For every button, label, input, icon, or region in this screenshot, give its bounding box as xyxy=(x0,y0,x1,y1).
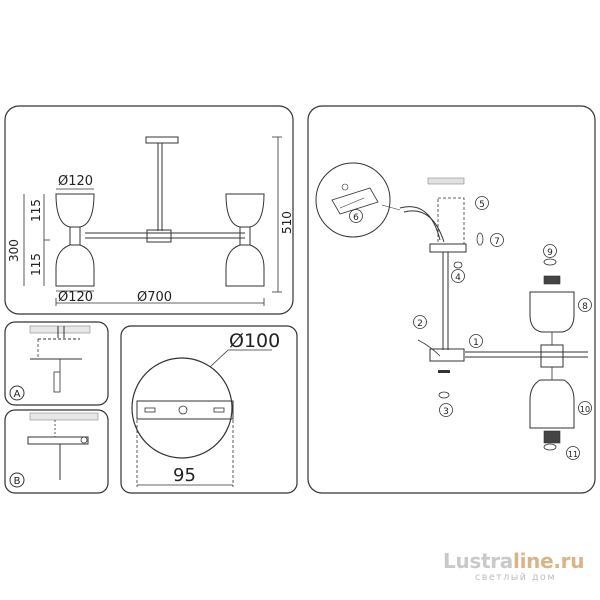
watermark-brand-part2: line.ru xyxy=(513,549,585,573)
callout-5: 5 xyxy=(479,200,485,210)
dim-canopy-width: 95 xyxy=(173,465,196,486)
panel-main-dimensions: Ø120 Ø120 Ø700 115 115 300 510 xyxy=(4,105,294,315)
panel-a-label: A xyxy=(14,389,21,400)
dim-canopy-diameter: Ø100 xyxy=(229,330,280,352)
dim-lower-shade: 115 xyxy=(29,253,43,276)
dim-upper-shade: 115 xyxy=(29,199,43,222)
watermark-brand: Lustraline.ru xyxy=(443,550,593,572)
callout-2: 2 xyxy=(417,319,423,329)
panel-b-label: B xyxy=(14,476,21,487)
dim-fixture-height: 300 xyxy=(7,239,21,262)
watermark-tagline: светлый дом xyxy=(475,572,557,583)
panel-b: B xyxy=(4,409,109,494)
panel-canopy: Ø100 95 xyxy=(120,325,298,494)
callout-8: 8 xyxy=(582,302,588,312)
callout-1: 1 xyxy=(473,338,479,348)
dim-total-height: 510 xyxy=(280,211,294,234)
callout-9: 9 xyxy=(547,248,553,258)
watermark-brand-part1: Lustra xyxy=(443,549,514,573)
callout-6: 6 xyxy=(353,213,359,223)
dim-shade-bottom-diameter: Ø120 xyxy=(58,290,93,305)
watermark-logo: Lustraline.ru светлый дом xyxy=(443,550,593,584)
callout-7: 7 xyxy=(494,237,500,247)
callout-3: 3 xyxy=(443,407,449,417)
callout-11: 11 xyxy=(568,450,578,459)
dim-shade-top-diameter: Ø120 xyxy=(58,174,93,189)
panel-assembly xyxy=(307,105,596,494)
panel-a: A xyxy=(4,321,109,406)
callout-10: 10 xyxy=(580,405,590,414)
callout-4: 4 xyxy=(455,273,461,283)
dim-span: Ø700 xyxy=(137,290,172,305)
assembly-callouts: 6 5 7 4 9 8 2 1 3 10 11 xyxy=(349,196,592,460)
